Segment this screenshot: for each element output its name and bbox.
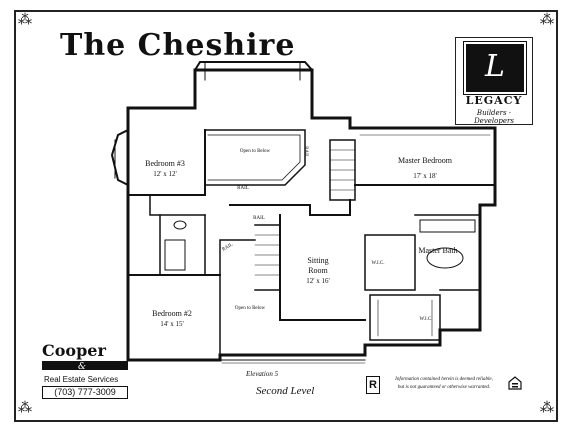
wic2-label: W.I.C. <box>419 317 432 322</box>
logo-monogram: L <box>463 41 527 95</box>
disclaimer: Information contained herein is deemed r… <box>388 376 500 392</box>
agent-logo-bar <box>42 361 128 370</box>
master-bedroom-dims: 17' x 18' <box>413 172 437 180</box>
agent-logo: Cooper & Company Real Estate Services (7… <box>42 341 128 399</box>
bedroom2-label: Bedroom #2 <box>152 309 192 318</box>
agent-tagline: Real Estate Services <box>44 375 119 384</box>
page-border <box>14 10 558 422</box>
open-below-bottom-label: Open to Below <box>235 306 266 311</box>
elevation-label: Elevation 5 <box>246 370 279 378</box>
corner-ornament-tl: ⁂ <box>18 12 32 28</box>
agent-name-suffix: & Company <box>78 362 121 382</box>
sitting-room-label-2: Room <box>308 266 328 275</box>
logo-subtitle: Builders · Developers <box>474 109 514 125</box>
wic1-label: W.I.C. <box>371 261 384 266</box>
master-bath-label: Master Bath <box>418 246 457 255</box>
plan-title: The Cheshire <box>60 28 296 63</box>
agent-name: Cooper <box>42 341 106 360</box>
corner-ornament-br: ⁂ <box>540 400 554 416</box>
bedroom3-dims: 12' x 12' <box>153 170 177 178</box>
bedroom3-label: Bedroom #3 <box>145 159 185 168</box>
open-below-top-label: Open to Below <box>240 149 271 154</box>
rail-label-2: RAIL <box>303 146 308 158</box>
rail-label-3: RAIL <box>253 216 265 221</box>
corner-ornament-bl: ⁂ <box>18 400 32 416</box>
corner-ornament-tr: ⁂ <box>540 12 554 28</box>
equal-housing-icon <box>508 376 522 390</box>
realtor-icon: R <box>366 376 380 394</box>
legacy-logo: L LEGACY Builders · Developers <box>455 37 533 125</box>
sitting-room-dims: 12' x 16' <box>306 277 330 285</box>
agent-phone: (703) 777-3009 <box>42 386 128 399</box>
logo-name: LEGACY <box>465 94 523 107</box>
rail-label-1: RAIL <box>237 186 249 191</box>
disclaimer-line-2: but is not guaranteed or otherwise warra… <box>397 385 491 390</box>
master-bedroom-label: Master Bedroom <box>398 156 453 165</box>
disclaimer-line-1: Information contained herein is deemed r… <box>395 377 493 382</box>
level-label: Second Level <box>256 385 315 397</box>
sitting-room-label-1: Sitting <box>307 256 328 265</box>
bedroom2-dims: 14' x 15' <box>160 320 184 328</box>
rail-label-4: RAIL <box>221 242 234 252</box>
